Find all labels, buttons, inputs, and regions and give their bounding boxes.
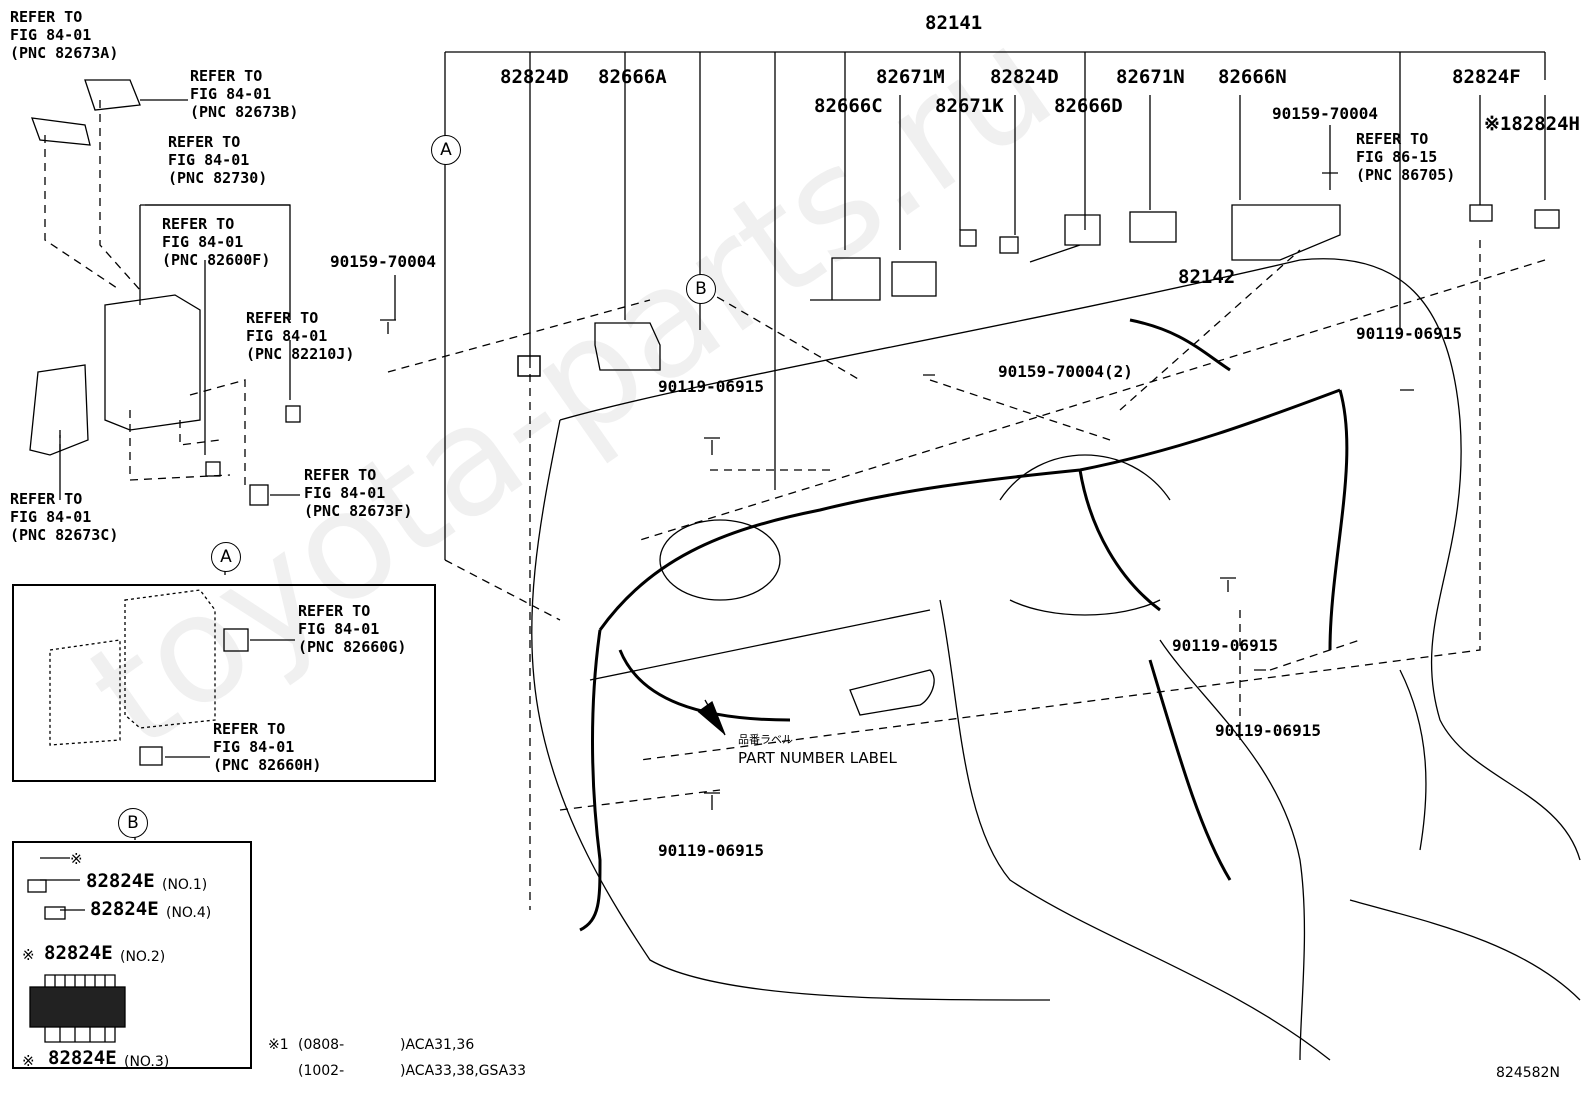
label-note-en: PART NUMBER LABEL	[738, 749, 897, 767]
part-90159-top: 90159-70004	[1272, 104, 1378, 123]
footnote-line1-range: (0808-	[298, 1037, 345, 1053]
inset-b-row3-part: 82824E	[44, 942, 113, 964]
comp-82673A	[31, 117, 91, 146]
part-label-arrow	[697, 699, 726, 736]
part-90159-two: 90159-70004(2)	[998, 362, 1133, 381]
comp-82666A	[594, 322, 661, 371]
inset-frame-line	[139, 204, 290, 305]
callout-b-inset: B	[118, 808, 148, 838]
cluster-ring	[659, 519, 781, 601]
callout-b: B	[686, 274, 716, 304]
inset-b-box	[12, 841, 252, 1069]
part-82666c: 82666C	[814, 95, 883, 117]
inset-b-row2-no: (NO.4)	[166, 905, 212, 921]
comp-82666N	[1231, 204, 1341, 261]
inset-a-block	[124, 589, 216, 729]
part-82666a: 82666A	[598, 66, 667, 88]
part-82142: 82142	[1178, 266, 1236, 288]
part-90119-a: 90119-06915	[658, 377, 764, 396]
dashboard-lower	[531, 419, 1051, 1001]
ref-82673f: REFER TO FIG 84-01 (PNC 82673F)	[304, 466, 413, 520]
inset-b-row4-no: (NO.3)	[124, 1054, 170, 1070]
comp-82666C	[810, 257, 881, 301]
part-90159-left: 90159-70004	[330, 252, 436, 271]
inset-b-row3-mark: ※	[22, 946, 35, 964]
ref-82730: REFER TO FIG 84-01 (PNC 82730)	[168, 133, 268, 187]
comp-82671M	[891, 261, 937, 297]
inset-b-row2-part: 82824E	[90, 898, 159, 920]
tunnel-outline	[1159, 639, 1306, 1061]
part-82666d: 82666D	[1054, 95, 1123, 117]
part-82824d-left: 82824D	[500, 66, 569, 88]
part-90119-b: 90119-06915	[1172, 636, 1278, 655]
inset-b-row1-part: 82824E	[86, 870, 155, 892]
inset-b-row4-part: 82824E	[48, 1047, 117, 1069]
ref-82673b: REFER TO FIG 84-01 (PNC 82673B)	[190, 67, 299, 121]
part-82666n: 82666N	[1218, 66, 1287, 88]
part-82824f: 82824F	[1452, 66, 1521, 88]
label-note-jp: 品番ラベル	[738, 733, 793, 746]
comp-82660H	[139, 746, 163, 766]
part-82824h: ※182824H	[1484, 113, 1580, 135]
glovebox	[589, 609, 935, 716]
inset-b-row4-mark: ※	[22, 1052, 35, 1070]
comp-82600F	[205, 461, 221, 477]
callout-a-inset: A	[211, 542, 241, 572]
part-82141: 82141	[925, 12, 983, 34]
comp-82673B	[84, 79, 141, 111]
callout-a: A	[431, 135, 461, 165]
comp-82824E-leaders	[44, 974, 116, 1043]
part-82824d-mid: 82824D	[990, 66, 1059, 88]
part-90119-c: 90119-06915	[1215, 721, 1321, 740]
comp-82824E-4	[44, 906, 66, 920]
ref-82673a: REFER TO FIG 84-01 (PNC 82673A)	[10, 8, 119, 62]
comp-82666D	[1029, 214, 1101, 263]
footnote-line2-models: )ACA33,38,GSA33	[400, 1063, 527, 1079]
ref-82673c: REFER TO FIG 84-01 (PNC 82673C)	[10, 490, 119, 544]
inset-b-row3-no: (NO.2)	[120, 949, 166, 965]
ref-82660g: REFER TO FIG 84-01 (PNC 82660G)	[298, 602, 407, 656]
comp-82660G	[223, 628, 249, 652]
wire-harness	[579, 318, 1349, 932]
comp-82824D-left	[517, 355, 541, 377]
ref-82210j: REFER TO FIG 84-01 (PNC 82210J)	[246, 309, 355, 363]
bolt-icons	[380, 172, 1414, 810]
part-82671n: 82671N	[1116, 66, 1185, 88]
right-panel	[1349, 669, 1581, 1001]
comp-82210J	[285, 405, 301, 423]
bracket-82141	[444, 51, 1546, 560]
dashed-guides	[44, 100, 1546, 910]
comp-82824E-block	[29, 986, 126, 1028]
comp-82824H	[1534, 209, 1560, 229]
part-82671k: 82671K	[935, 95, 1004, 117]
part-90119-right: 90119-06915	[1356, 324, 1462, 343]
console-outline	[939, 599, 1331, 1061]
ref-82660h: REFER TO FIG 84-01 (PNC 82660H)	[213, 720, 322, 774]
meter-hood	[999, 454, 1171, 616]
figure-code: 824582N	[1496, 1065, 1560, 1081]
footnote-line1-mark: ※1	[268, 1037, 289, 1053]
inset-b-row0-mark: ※	[70, 850, 83, 868]
ref-86705: REFER TO FIG 86-15 (PNC 86705)	[1356, 130, 1456, 184]
footnote-line1-models: )ACA31,36	[400, 1037, 475, 1053]
comp-82824E-1	[27, 879, 47, 893]
comp-82673F	[249, 484, 269, 506]
part-82671m: 82671M	[876, 66, 945, 88]
comp-82671K	[959, 229, 977, 247]
comp-82824D-mid	[999, 236, 1019, 254]
comp-junction-block	[104, 294, 201, 431]
comp-82673C	[29, 364, 89, 456]
ref-82600f: REFER TO FIG 84-01 (PNC 82600F)	[162, 215, 271, 269]
part-90119-d: 90119-06915	[658, 841, 764, 860]
comp-82671N	[1129, 211, 1177, 243]
comp-82824F	[1469, 204, 1493, 222]
dashboard-outline	[559, 258, 1581, 861]
inset-a-box	[12, 584, 436, 782]
leader-lines	[394, 95, 1546, 320]
inset-b-row1-no: (NO.1)	[162, 877, 208, 893]
footnote-line2-range: (1002-	[298, 1063, 345, 1079]
inset-a-frame	[49, 639, 121, 746]
